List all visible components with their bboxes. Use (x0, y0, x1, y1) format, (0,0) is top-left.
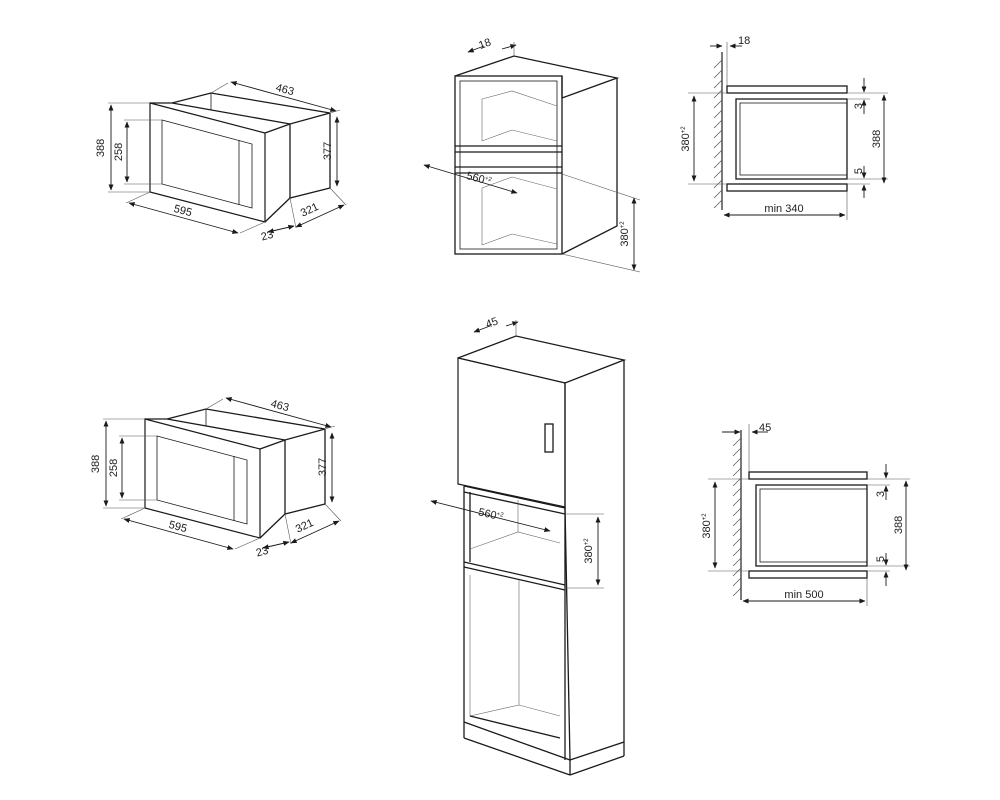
dim-377: 377 (322, 142, 334, 160)
dim-258: 258 (108, 459, 120, 477)
dim-18: 18 (477, 36, 493, 51)
dim-min-340: min 340 (764, 203, 803, 215)
dim-23: 23 (260, 229, 275, 244)
wall-cabinet-drawing: 18 560+2 380+2 (423, 36, 641, 273)
dim-595: 595 (167, 519, 188, 535)
oven-bottom-drawing: 388 258 595 463 377 321 23 (90, 397, 342, 560)
dim-380: 380+2 (583, 538, 595, 564)
dim-3: 3 (875, 491, 887, 497)
section-bottom-drawing: 45 380+2 3 5 388 min 500 (701, 422, 910, 606)
dim-3: 3 (853, 103, 865, 109)
dim-560: 560+2 (465, 170, 493, 188)
dim-5: 5 (853, 168, 865, 174)
oven-top-drawing: 388 258 595 463 377 321 23 (95, 81, 347, 244)
dim-258: 258 (113, 143, 125, 161)
tall-cabinet-drawing: 45 560+2 380+2 (430, 315, 627, 776)
dim-560: 560+2 (477, 506, 505, 524)
dim-595: 595 (172, 203, 193, 219)
dim-388: 388 (95, 139, 107, 157)
dim-380: 380+2 (619, 221, 631, 247)
dim-min-500: min 500 (784, 589, 823, 601)
dim-23: 23 (255, 545, 270, 560)
dim-380: 380+2 (680, 126, 692, 152)
dim-45: 45 (484, 315, 500, 330)
dim-388: 388 (893, 516, 905, 534)
dim-45: 45 (759, 422, 771, 434)
dim-18: 18 (738, 35, 750, 47)
dim-463: 463 (269, 398, 290, 414)
dim-463: 463 (274, 82, 295, 98)
section-top-drawing: 18 380+2 3 5 388 min 340 (680, 35, 888, 220)
dim-388: 388 (871, 130, 883, 148)
dim-377: 377 (317, 458, 329, 476)
dim-380: 380+2 (701, 513, 713, 539)
dim-388: 388 (90, 455, 102, 473)
dim-5: 5 (875, 556, 887, 562)
